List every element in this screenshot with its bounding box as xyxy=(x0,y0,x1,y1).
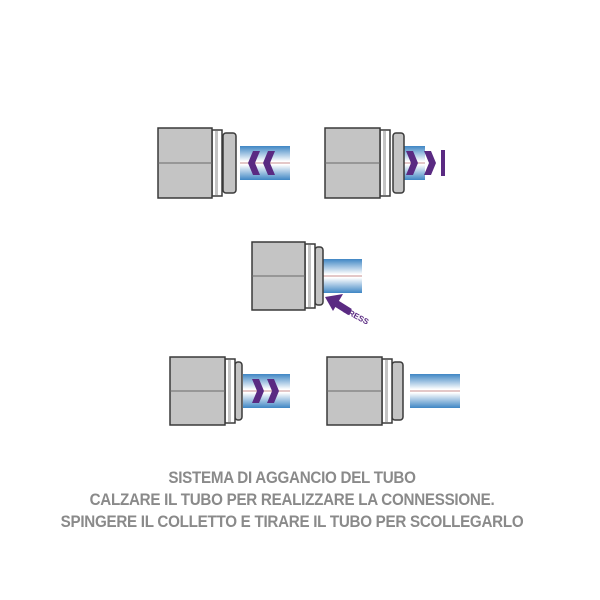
fitting-pull-check xyxy=(324,127,445,199)
ring-band xyxy=(215,131,218,195)
collet xyxy=(392,132,405,194)
chevron-icon xyxy=(248,151,260,175)
press-arrow-icon xyxy=(325,294,343,311)
fitting-press-collet xyxy=(251,241,362,315)
ring-band xyxy=(308,245,311,307)
chevron-icon xyxy=(252,379,264,403)
collet xyxy=(391,361,404,421)
caption-line-connect: CALZARE IL TUBO PER REALIZZARE LA CONNES… xyxy=(89,491,495,509)
fitting-pull-tube xyxy=(169,356,290,426)
stop-bar-icon xyxy=(441,150,445,176)
press-label: PRESS xyxy=(342,306,371,327)
collet xyxy=(314,246,324,306)
ring-band xyxy=(383,131,386,195)
chevron-icon xyxy=(424,151,436,175)
ring-band xyxy=(385,360,388,422)
fitting-released xyxy=(326,356,460,426)
chevron-icon xyxy=(263,151,275,175)
collet xyxy=(234,361,243,421)
ring-band xyxy=(228,360,231,422)
caption-title: SISTEMA DI AGGANCIO DEL TUBO xyxy=(168,469,416,487)
caption-line-disconnect: SPINGERE IL COLLETTO E TIRARE IL TUBO PE… xyxy=(60,513,524,531)
fitting-insert-tube xyxy=(157,127,290,199)
chevron-icon xyxy=(267,379,279,403)
chevron-icon xyxy=(406,151,418,175)
collet xyxy=(222,132,237,194)
